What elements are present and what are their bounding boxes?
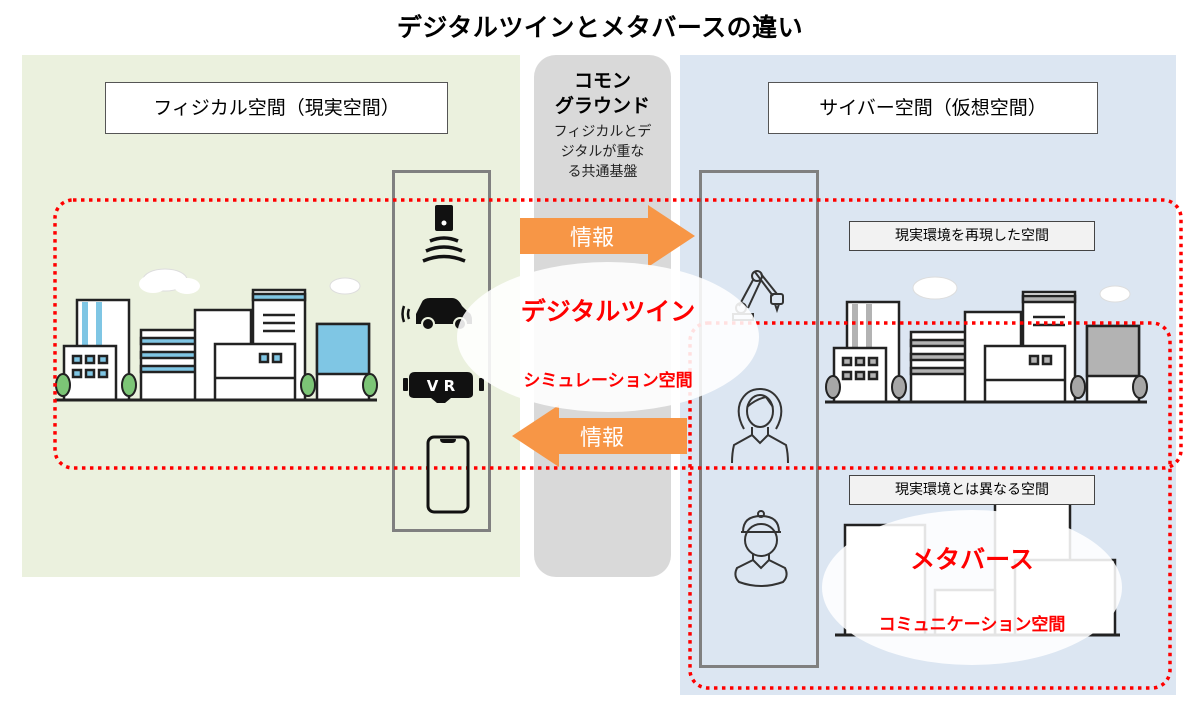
common-ground-desc-line3: る共通基盤 [567, 164, 638, 180]
digital-twin-title: デジタルツイン [520, 297, 696, 326]
cyber-city-illustration [825, 276, 1148, 404]
physical-city-illustration [55, 268, 378, 402]
cloud-icon [912, 276, 958, 300]
man-avatar-icon [734, 510, 788, 587]
common-ground-desc-line2: ジタルが重な [560, 144, 645, 160]
sensor-icon [422, 205, 466, 263]
metaverse-subtitle: コミュニケーション空間 [878, 615, 1066, 635]
cloud-icon [1099, 285, 1131, 303]
info-arrow-to-cyber [520, 205, 695, 267]
cloud-icon [329, 277, 361, 295]
common-ground-desc-line1: フィジカルとデ [553, 124, 652, 140]
cloud-icon [139, 268, 200, 294]
woman-avatar-icon [731, 387, 789, 464]
digital-twin-ellipse [457, 262, 759, 412]
info-arrow-to-physical [512, 405, 687, 467]
digital-twin-boundary [53, 198, 1183, 470]
smartphone-icon [426, 435, 470, 514]
reproduced-space-label: 現実環境を再現した空間 [849, 221, 1095, 251]
common-ground-heading-line1: コモン [573, 70, 631, 92]
tree-icon [362, 373, 378, 397]
digital-twin-subtitle: シミュレーション空間 [523, 371, 693, 391]
vr-headset-icon: V R [403, 372, 484, 403]
tree-icon [121, 373, 137, 397]
info-arrow-to-cyber-label: 情報 [570, 226, 615, 251]
metaverse-ellipse [822, 510, 1122, 665]
diagram-title: デジタルツインとメタバースの違い [396, 13, 804, 42]
info-arrow-to-physical-label: 情報 [580, 426, 625, 451]
common-ground-heading-line2: グラウンド [554, 95, 650, 117]
different-space-label: 現実環境とは異なる空間 [849, 475, 1095, 505]
physical-space-label: フィジカル空間（現実空間） [105, 82, 448, 134]
common-ground-heading: コモン グラウンド [534, 69, 671, 119]
cyber-avatars-column [699, 170, 819, 668]
common-ground-description: フィジカルとデ ジタルが重な る共通基盤 [534, 122, 671, 182]
connected-car-icon [401, 298, 472, 331]
tree-icon [300, 373, 316, 397]
metaverse-boundary [688, 321, 1172, 690]
svg-text:V R: V R [427, 377, 456, 395]
metaverse-title: メタバース [910, 545, 1034, 574]
cyber-space-label: サイバー空間（仮想空間） [768, 82, 1098, 134]
